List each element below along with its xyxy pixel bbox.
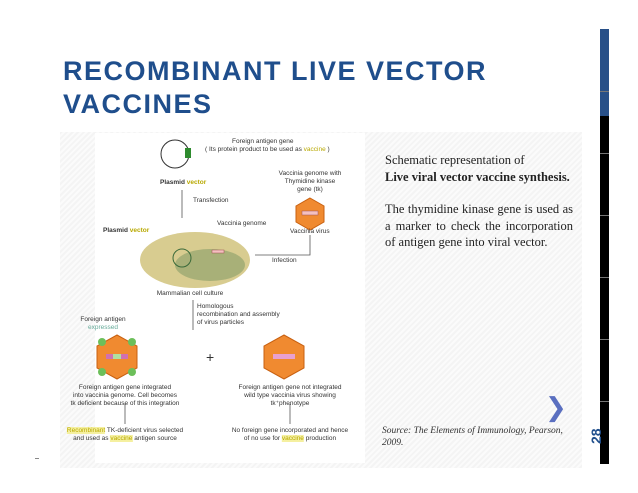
highlight-vaccine: vaccine: [110, 435, 133, 442]
right-desc-1: Foreign antigen gene not integrated: [238, 384, 342, 391]
left-result-2a: and used as: [73, 435, 111, 442]
description-bold: Live viral vector vaccine synthesis.: [385, 169, 570, 184]
tk-line-2: Thymidine kinase: [284, 178, 336, 185]
homologous-line-3: of virus particles: [197, 319, 244, 326]
side-bar-accent: [600, 29, 609, 116]
highlight-vector: vector: [129, 227, 150, 234]
label-plasmid-vector: Plasmid vector: [160, 179, 206, 187]
antigen-gene-icon: [185, 148, 191, 158]
source-citation: Source: The Elements of Immunology, Pear…: [382, 426, 563, 448]
divider: [600, 91, 609, 92]
homologous-line-1: Homologous: [197, 303, 234, 310]
title-line-2: VACCINES: [63, 89, 213, 119]
plasmid-icon: [160, 139, 190, 169]
left-result-2b: antigen source: [132, 435, 177, 442]
divider: [600, 215, 609, 216]
left-result-1: TK-deficient virus selected: [105, 427, 184, 434]
title-line-1: RECOMBINANT LIVE VECTOR: [63, 56, 488, 86]
divider: [600, 401, 609, 402]
label-mammalian: Mammalian cell culture: [156, 290, 224, 297]
highlight-vaccine: vaccine: [303, 146, 326, 153]
label-transfection: Transfection: [193, 197, 229, 204]
label-vaccinia-virus: Vaccinia virus: [290, 228, 330, 235]
slide-title: RECOMBINANT LIVE VECTOR VACCINES: [63, 55, 487, 121]
left-desc-2: into vaccinia genome. Cell becomes: [72, 392, 178, 399]
homologous-line-2: recombination and assembly: [197, 311, 280, 318]
divider: [35, 458, 39, 459]
highlight-recombinant: Recombinant: [66, 427, 106, 434]
left-desc-3: tk deficient because of this integration: [70, 400, 180, 407]
divider: [600, 277, 609, 278]
plasmid-text: Plasmid: [160, 179, 187, 186]
page-number: 28: [588, 428, 604, 444]
left-desc-1: Foreign antigen gene integrated: [78, 384, 172, 391]
side-progress-bar: [600, 29, 609, 464]
right-result-1: No foreign gene incorporated and hence: [231, 427, 349, 434]
highlight-vaccine: vaccine: [281, 435, 304, 442]
label-plasmid-vector-2: Plasmid vector: [103, 227, 149, 235]
plus-sign: +: [206, 349, 215, 365]
plasmid-text: Plasmid: [103, 227, 130, 234]
tk-line-1: Vaccinia genome with: [278, 170, 342, 177]
label-foreign-gene-note: ( Its protein product to be used as vacc…: [205, 146, 330, 154]
label-foreign-gene: Foreign antigen gene: [232, 138, 294, 145]
right-desc-3: tk⁺phenotype: [270, 400, 310, 407]
antigen-text: Foreign antigen: [80, 316, 126, 323]
description-line-1: Schematic representation of: [385, 153, 525, 167]
description-text: Schematic representation of Live viral ve…: [385, 152, 573, 267]
description-paragraph: The thymidine kinase gene is used as a m…: [385, 202, 573, 249]
note-text-end: ): [325, 146, 330, 153]
divider: [600, 153, 609, 154]
right-result-2a: of no use for: [243, 435, 282, 442]
tk-line-3: gene (tk): [297, 186, 323, 193]
label-vaccinia-genome: Vaccinia genome: [217, 220, 267, 227]
chevron-right-icon[interactable]: ❯: [545, 393, 567, 423]
highlight-vector: vector: [186, 179, 207, 186]
divider: [600, 339, 609, 340]
expressed-text: expressed: [87, 324, 118, 331]
label-infection: Infection: [272, 257, 297, 264]
vaccine-synthesis-diagram: [95, 133, 365, 463]
right-desc-2: wild type vaccinia virus showing: [244, 392, 336, 399]
note-text: ( Its protein product to be used as: [205, 146, 304, 153]
right-result-2b: production: [303, 435, 337, 442]
